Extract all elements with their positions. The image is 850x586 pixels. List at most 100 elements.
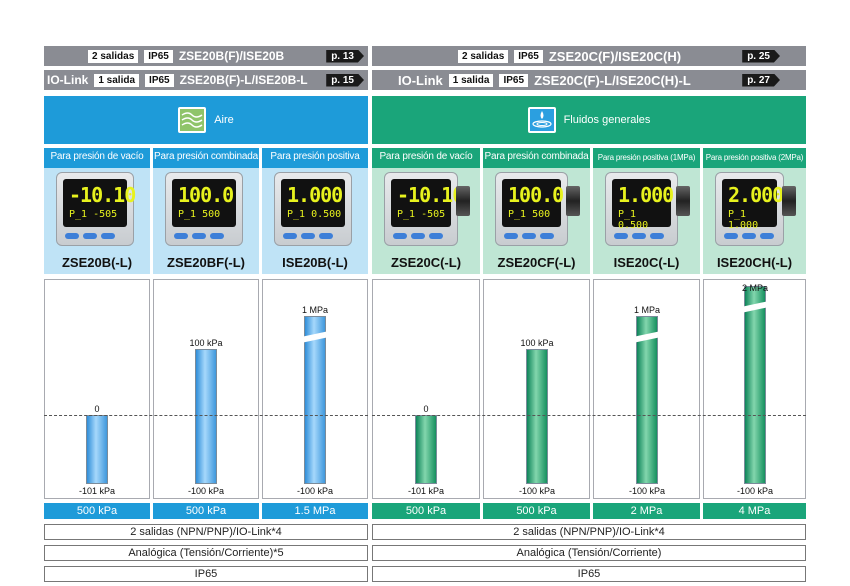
model-name[interactable]: ZSE20B(-L) [61,255,133,270]
column-head: Para presión positiva [262,148,368,168]
model-name[interactable]: ISE20CH(-L) [716,255,793,270]
device-button [319,233,333,239]
fitting-connector [676,186,690,216]
outputs-row-right: 2 salidas (NPN/PNP)/IO-Link*4 [372,524,806,540]
ip-tag: IP65 [145,73,174,87]
fitting-connector [456,186,470,216]
header-left-row2: IO-Link 1 salida IP65 ZSE20B(F)-L/ISE20B… [44,70,368,90]
device-button [724,233,738,239]
page-link[interactable]: p. 25 [742,49,780,63]
model-name[interactable]: ISE20B(-L) [282,255,348,270]
proof-pressure-cell: 1.5 MPa [262,503,368,519]
range-top-label: 1 MPa [301,305,328,315]
range-bottom-label: -101 kPa [407,486,445,496]
model-name[interactable]: ISE20C(-L) [613,255,680,270]
range-top-label: 1 MPa [633,305,660,315]
analog-row-right: Analógica (Tensión/Corriente) [372,545,806,561]
outputs-row-left: 2 salidas (NPN/PNP)/IO-Link*4 [44,524,368,540]
proof-pressure-cell: 500 kPa [44,503,150,519]
outputs-tag: 2 salidas [88,49,139,63]
proof-pressure-cell: 4 MPa [703,503,806,519]
ip-row-left: IP65 [44,566,368,582]
proof-pressure-cell: 500 kPa [483,503,590,519]
proof-pressure-cell: 500 kPa [153,503,259,519]
display-sub-value: P_1 500 [508,209,551,220]
header-left-row1: 2 salidas IP65 ZSE20B(F)/ISE20B p. 13 [44,46,368,66]
device-button [632,233,646,239]
page-link[interactable]: p. 15 [326,73,364,87]
series-link[interactable]: ZSE20C(F)-L/ISE20C(H)-L [534,72,691,88]
display-main-value: 100.0 [508,183,564,207]
pressure-range-bar [636,316,658,484]
range-top-label: 0 [94,404,100,414]
outputs-tag: 1 salida [94,73,140,87]
display-main-value: 100.0 [178,183,234,207]
display-main-value: -10.10 [397,183,464,207]
column-head: Para presión positiva (2MPa) [703,148,806,168]
fitting-connector [782,186,796,216]
model-name[interactable]: ZSE20BF(-L) [167,255,245,270]
device-button [650,233,664,239]
ip-tag: IP65 [514,49,543,63]
model-name[interactable]: ZSE20C(-L) [390,255,462,270]
pressure-range-bar [304,316,326,484]
header-right-row1: 2 salidas IP65 ZSE20C(F)/ISE20C(H) p. 25 [372,46,806,66]
pressure-range-bar [195,349,217,484]
outputs-tag: 2 salidas [458,49,509,63]
series-link[interactable]: ZSE20B(F)/ISE20B [178,49,285,63]
display-sub-value: P_1 0.500 [287,209,342,220]
device-button [192,233,206,239]
device-button [101,233,115,239]
device-button [283,233,297,239]
range-top-label: 2 MPa [741,283,768,293]
device-button [174,233,188,239]
series-link[interactable]: ZSE20C(F)/ISE20C(H) [548,48,682,64]
iolink-label: IO-Link [47,73,89,87]
range-top-label: 100 kPa [189,338,223,348]
device-button [83,233,97,239]
page-link[interactable]: p. 27 [742,73,780,87]
ip-tag: IP65 [499,73,529,87]
range-bottom-label: -101 kPa [78,486,116,496]
column-head: Para presión de vacío [372,148,480,168]
series-link[interactable]: ZSE20B(F)-L/ISE20B-L [179,73,308,87]
display-sub-value: P_1 0.500 [618,209,649,231]
device-button [540,233,554,239]
proof-pressure-cell: 2 MPa [593,503,700,519]
display-main-value: -10.10 [69,183,136,207]
display-sub-value: P_1 -505 [69,209,118,220]
iolink-label: IO-Link [398,72,443,88]
device-button [65,233,79,239]
range-bottom-label: -100 kPa [187,486,225,496]
ip-row-right: IP65 [372,566,806,582]
proof-pressure-cell: 500 kPa [372,503,480,519]
header-right-row2: IO-Link 1 salida IP65 ZSE20C(F)-L/ISE20C… [372,70,806,90]
display-sub-value: P_1 500 [178,209,221,220]
range-bottom-label: -100 kPa [296,486,334,496]
display-main-value: 1.000 [618,183,674,207]
pressure-range-bar [86,415,108,484]
display-sub-value: P_1 -505 [397,209,446,220]
range-top-label: 0 [423,404,429,414]
column-head: Para presión de vacío [44,148,150,168]
page-link[interactable]: p. 13 [326,49,364,63]
device-button [742,233,756,239]
model-name[interactable]: ZSE20CF(-L) [497,255,576,270]
media-band-air: Aire [44,96,368,144]
ip-tag: IP65 [144,49,173,63]
column-head: Para presión combinada [153,148,259,168]
device-button [301,233,315,239]
media-label: Aire [214,114,234,126]
range-top-label: 100 kPa [520,338,554,348]
